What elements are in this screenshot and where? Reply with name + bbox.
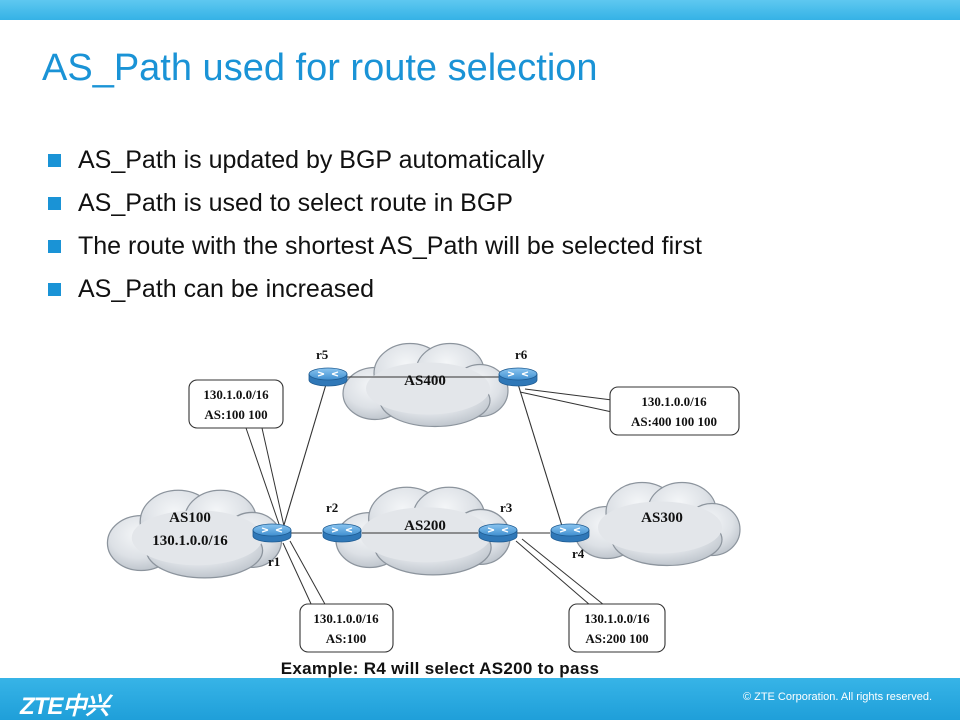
router-links	[283, 376, 563, 534]
router-r3	[478, 523, 518, 543]
cloud-label-as200: AS200	[404, 518, 446, 534]
callout-prefix: 130.1.0.0/16	[584, 611, 650, 626]
bgp-topology-diagram: r5 r6 r1 r2 r3 r4 AS400 AS100 130.1.0.0/…	[106, 342, 741, 653]
callout-box-r6	[609, 386, 740, 436]
router-r4	[550, 523, 590, 543]
callout-as-path: AS:100	[326, 631, 366, 646]
callout-prefix: 130.1.0.0/16	[203, 387, 269, 402]
cloud-label-as100: AS100	[169, 510, 211, 526]
callout-prefix: 130.1.0.0/16	[641, 394, 707, 409]
cloud-label-as300: AS300	[641, 510, 683, 526]
top-banner	[0, 0, 960, 20]
router-label-r2: r2	[326, 500, 338, 515]
callout-prefix: 130.1.0.0/16	[313, 611, 379, 626]
cloud-label-as400: AS400	[404, 373, 446, 389]
bullet-list: AS_Path is updated by BGP automatically …	[48, 142, 702, 314]
callout-as-path: AS:100 100	[204, 407, 267, 422]
link-r1-r5	[283, 380, 328, 526]
slide-title: AS_Path used for route selection	[42, 47, 598, 89]
router-label-r6: r6	[515, 347, 528, 362]
bullet-item: The route with the shortest AS_Path will…	[48, 228, 702, 271]
callout-pointers	[245, 388, 613, 607]
zte-logo: ZTE中兴	[20, 693, 109, 720]
link-r6-r4	[517, 383, 563, 527]
router-label-r4: r4	[572, 546, 585, 561]
diagram-caption: Example: R4 will select AS200 to pass	[280, 659, 600, 678]
bullet-item: AS_Path is updated by BGP automatically	[48, 142, 702, 185]
callout-box-r3	[568, 603, 666, 653]
router-r6	[498, 367, 538, 387]
router-r5	[308, 367, 348, 387]
cloud-prefix-as100: 130.1.0.0/16	[152, 533, 228, 549]
router-r2	[322, 523, 362, 543]
bullet-item: AS_Path can be increased	[48, 271, 702, 314]
router-label-r5: r5	[316, 347, 329, 362]
callout-as-path: AS:200 100	[585, 631, 648, 646]
bullet-item: AS_Path is used to select route in BGP	[48, 185, 702, 228]
copyright-notice: © ZTE Corporation. All rights reserved.	[742, 691, 932, 703]
callout-box-r1-r2	[299, 603, 394, 653]
callout-box-r1-r5	[188, 379, 284, 429]
callout-as-path: AS:400 100 100	[631, 414, 717, 429]
router-label-r3: r3	[500, 500, 513, 515]
router-r1	[252, 523, 292, 543]
footer-bar: ZTE中兴 © ZTE Corporation. All rights rese…	[0, 678, 960, 720]
router-label-r1: r1	[268, 554, 280, 569]
